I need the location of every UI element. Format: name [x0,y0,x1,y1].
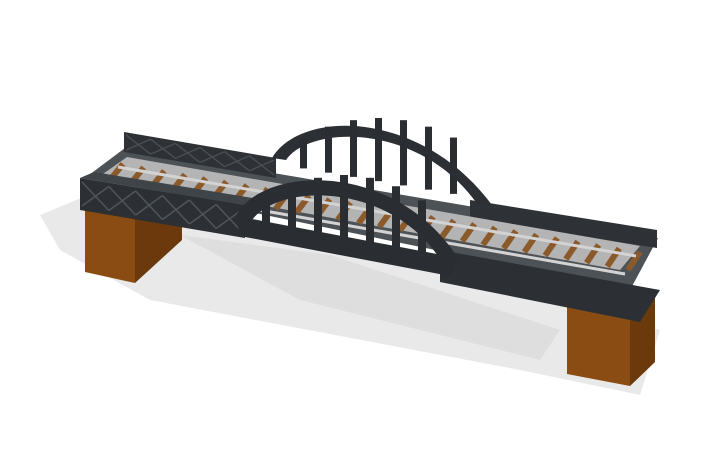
arch-hanger [350,120,357,177]
rear-truss [124,132,657,248]
arch-hanger [288,186,296,234]
arch-hanger [314,177,322,239]
sleeper [625,250,643,272]
left-pier-front [85,200,135,283]
arch-hanger [400,120,407,186]
arch-hanger [366,177,374,248]
front-arch [236,175,458,276]
arch-hanger [450,137,457,194]
arch-hanger [425,126,432,190]
arch-hanger [375,118,382,182]
right-pier-front [567,300,630,386]
front-truss [80,172,660,322]
arch-hanger [418,200,426,258]
arch-hanger [325,126,332,173]
arch-hanger [340,175,348,243]
ground-shadow-inner [180,235,560,360]
arch-hanger [392,186,400,253]
arch-hanger [300,137,307,169]
rear-arch [272,118,492,205]
arch-hanger [262,200,270,229]
